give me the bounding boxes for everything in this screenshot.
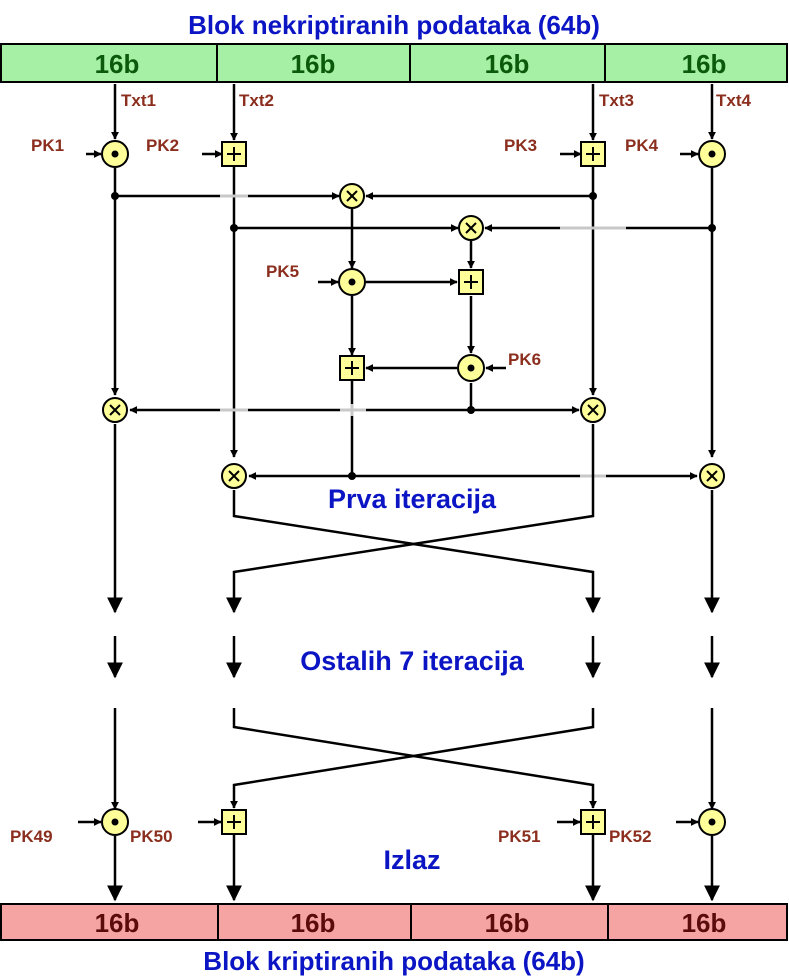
top-segment-4: 16b [682, 49, 727, 79]
input-label-3: Txt3 [599, 91, 634, 110]
multiply-node [338, 268, 366, 296]
top-block: 16b 16b 16b 16b [0, 43, 788, 83]
input-label-4: Txt4 [716, 91, 752, 110]
key-label-pk49: PK49 [10, 827, 53, 846]
output-label: Izlaz [383, 845, 440, 875]
bottom-block: 16b 16b 16b 16b [0, 903, 788, 941]
xor-node [699, 463, 725, 489]
multiply-node [698, 808, 726, 836]
key-label-pk5: PK5 [266, 262, 299, 281]
multiply-node [101, 140, 129, 168]
key-label-pk2: PK2 [146, 136, 179, 155]
input-label-1: Txt1 [121, 91, 156, 110]
multiply-node [101, 808, 129, 836]
xor-node [580, 397, 606, 423]
top-segment-1: 16b [95, 49, 140, 79]
title-bottom: Blok kriptiranih podataka (64b) [203, 946, 584, 976]
xor-node [221, 463, 247, 489]
top-segment-2: 16b [291, 49, 336, 79]
key-label-pk52: PK52 [609, 827, 652, 846]
bottom-segment-4: 16b [682, 908, 727, 938]
xor-node [102, 397, 128, 423]
top-segment-3: 16b [485, 49, 530, 79]
bottom-segment-3: 16b [485, 908, 530, 938]
add-node [458, 269, 484, 295]
first-iteration-wires [86, 84, 720, 614]
add-node [339, 355, 365, 381]
key-label-pk3: PK3 [504, 136, 537, 155]
key-label-pk4: PK4 [625, 136, 659, 155]
remaining-iterations-label: Ostalih 7 iteracija [300, 646, 525, 676]
first-iteration-label: Prva iteracija [328, 484, 497, 514]
key-label-pk51: PK51 [498, 827, 541, 846]
add-node [221, 141, 247, 167]
bottom-segment-2: 16b [291, 908, 336, 938]
remaining-iterations-wires [78, 636, 720, 902]
add-node [221, 809, 247, 835]
title-top: Blok nekriptiranih podataka (64b) [188, 10, 600, 40]
multiply-node [457, 354, 485, 382]
xor-node [339, 183, 365, 209]
add-node [580, 809, 606, 835]
add-node [580, 141, 606, 167]
key-label-pk6: PK6 [508, 350, 541, 369]
key-label-pk1: PK1 [31, 136, 64, 155]
xor-node [458, 215, 484, 241]
input-label-2: Txt2 [239, 91, 274, 110]
bottom-segment-1: 16b [95, 908, 140, 938]
multiply-node [698, 140, 726, 168]
key-label-pk50: PK50 [130, 827, 173, 846]
